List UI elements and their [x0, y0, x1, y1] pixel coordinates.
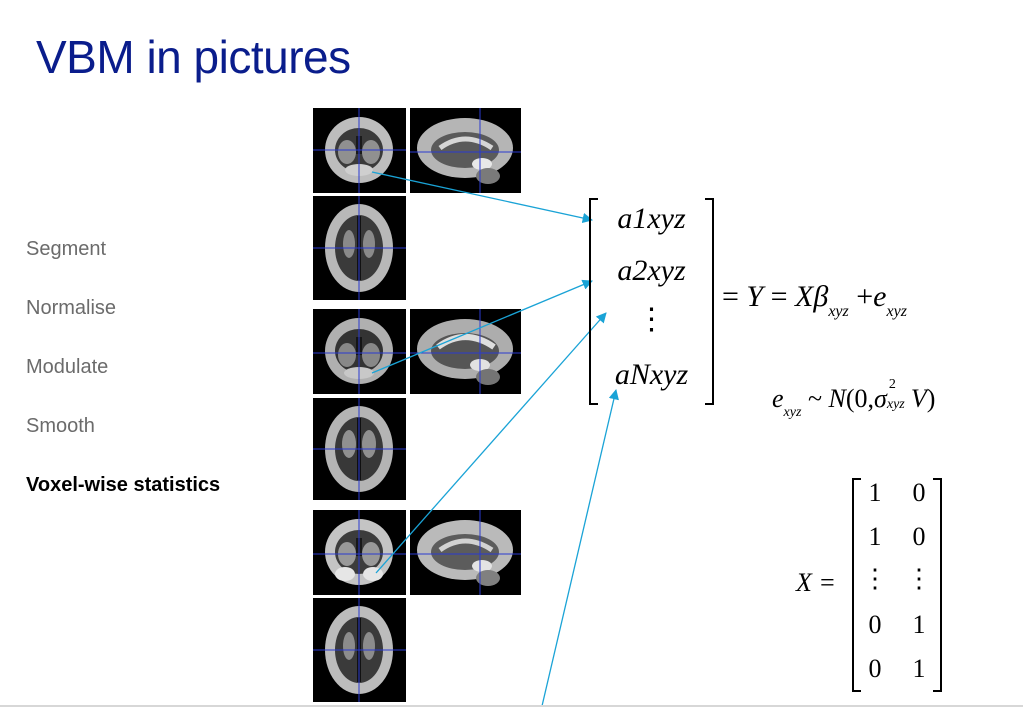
vector-row-a2xyz: a2xyz [617, 254, 686, 287]
glm-equation: = Y = Xβxyz +exyz [722, 280, 907, 321]
matrix-left-bracket [852, 478, 861, 692]
symbol-e: e [873, 280, 887, 313]
matrix-cell: 1 [912, 654, 926, 683]
vector-row-anxyz: aNxyz [614, 358, 689, 391]
vector-row-ellipsis: ⋮ [636, 303, 667, 336]
subject-n-coronal-brain-image [313, 510, 406, 595]
subject-n-axial-brain-image [313, 598, 406, 702]
subject-2-coronal-brain-image [313, 309, 406, 394]
step-modulate: Modulate [26, 356, 109, 378]
err-close-paren: ) [926, 384, 936, 413]
equals-sign-1: = [722, 280, 739, 313]
matrix-cell: ⋮ [862, 564, 888, 593]
vector-left-bracket [589, 198, 598, 405]
err-symbol-e: e [772, 384, 784, 413]
subject-1-axial-brain-image [313, 196, 406, 300]
processing-steps-list: Segment Normalise Modulate Smooth Voxel-… [26, 237, 296, 532]
arrow-subject-n [541, 388, 619, 707]
matrix-right-bracket [933, 478, 942, 692]
footer-divider [0, 705, 1023, 707]
step-smooth: Smooth [26, 415, 95, 437]
symbol-X: X [795, 280, 814, 313]
err-sigma-superscript: 2 [888, 377, 896, 393]
matrix-cell: 1 [868, 522, 882, 551]
symbol-Y: Y [746, 280, 764, 313]
step-voxel-wise-statistics: Voxel-wise statistics [26, 474, 221, 496]
design-matrix-body: 1 0 1 0 ⋮ ⋮ 0 1 0 1 [852, 478, 942, 692]
slide-title: VBM in pictures [36, 31, 351, 83]
beta-subscript: xyz [828, 303, 849, 320]
subject-2-axial-brain-image [313, 398, 406, 500]
matrix-cell: 0 [868, 610, 882, 639]
design-matrix-lhs: X = [796, 568, 836, 597]
err-e-subscript: xyz [783, 405, 802, 420]
err-sigma-scripts: 2 xyz [886, 377, 911, 413]
e-subscript: xyz [886, 303, 907, 320]
vector-row-a1xyz: a1xyz [617, 202, 686, 235]
matrix-cell: ⋮ [906, 564, 932, 593]
matrix-cell: 0 [868, 654, 882, 683]
vector-right-bracket [705, 198, 714, 405]
step-segment: Segment [26, 238, 107, 260]
matrix-cell: 0 [912, 522, 926, 551]
err-symbol-V: V [910, 384, 927, 413]
err-sigma-subscript: xyz [886, 397, 905, 413]
subject-1-sagittal-brain-image [410, 108, 521, 193]
err-symbol-sigma: σ [874, 384, 887, 413]
subject-2-sagittal-brain-image [410, 309, 521, 394]
subject-1-coronal-brain-image [313, 108, 406, 193]
err-open-paren: (0, [845, 384, 875, 413]
err-tilde: ~ [807, 384, 823, 413]
matrix-cell: 0 [912, 478, 926, 507]
equals-sign-2: = [770, 280, 788, 313]
subject-n-sagittal-brain-image [410, 510, 521, 595]
step-normalise: Normalise [26, 297, 117, 319]
err-symbol-N: N [828, 384, 846, 413]
matrix-cell: 1 [868, 478, 882, 507]
voxel-data-vector: a1xyz a2xyz ⋮ aNxyz [589, 198, 714, 405]
symbol-beta: β [813, 280, 829, 313]
matrix-cell: 1 [912, 610, 926, 639]
plus-sign: + [856, 280, 874, 313]
